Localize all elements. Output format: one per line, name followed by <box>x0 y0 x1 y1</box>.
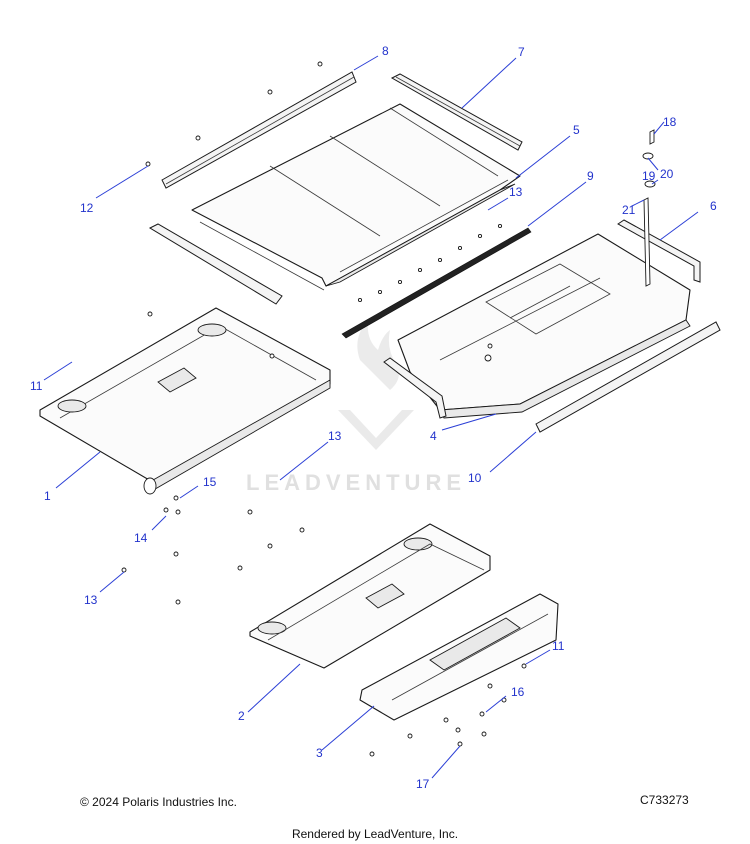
callout-2: 2 <box>238 709 245 723</box>
part-2-headliner-lower <box>249 523 491 669</box>
copyright-text: © 2024 Polaris Industries Inc. <box>80 795 237 809</box>
rendered-by: Rendered by LeadVenture, Inc. <box>291 827 459 841</box>
callout-9: 9 <box>587 169 594 183</box>
part-shell-side-strip <box>383 357 447 419</box>
callout-18: 18 <box>663 115 677 129</box>
callout-13-top: 13 <box>509 185 523 199</box>
part-7-roof-rail <box>390 73 523 151</box>
figure-id: C733273 <box>640 793 689 807</box>
callout-11-right: 11 <box>552 639 565 653</box>
part-13-fasteners-row <box>357 223 503 303</box>
part-6-rail-right <box>617 219 701 283</box>
callout-10: 10 <box>468 471 482 485</box>
callout-13-mid: 13 <box>328 429 342 443</box>
callout-8: 8 <box>382 44 389 58</box>
callout-12: 12 <box>80 201 94 215</box>
callout-6: 6 <box>710 199 717 213</box>
callout-3: 3 <box>316 746 323 760</box>
hardware-18-21 <box>642 129 656 287</box>
callout-13-low: 13 <box>84 593 98 607</box>
part-10-strip <box>535 321 721 433</box>
callout-1: 1 <box>44 489 51 503</box>
callout-17: 17 <box>416 777 430 791</box>
part-3-tray <box>359 593 559 721</box>
callout-4: 4 <box>430 429 437 443</box>
callout-15: 15 <box>203 475 217 489</box>
part-4-roof-shell <box>397 233 691 419</box>
callout-labels: 8 7 5 18 19 20 9 13 12 21 6 11 13 4 10 1… <box>30 44 717 791</box>
callout-5: 5 <box>573 123 580 137</box>
callout-14: 14 <box>134 531 148 545</box>
watermark-text: LEADVENTURE <box>246 470 466 495</box>
callout-16: 16 <box>511 685 525 699</box>
callout-21: 21 <box>622 203 636 217</box>
part-5-roof-panel <box>191 103 521 291</box>
callout-19: 19 <box>642 169 656 183</box>
part-1-headliner <box>39 307 331 495</box>
callout-11-left: 11 <box>30 379 43 393</box>
part-8-front-strip <box>161 71 357 189</box>
callout-7: 7 <box>518 45 525 59</box>
callout-20: 20 <box>660 167 674 181</box>
part-9-seal <box>341 227 532 339</box>
part-side-rail-left <box>148 223 283 305</box>
loose-hardware <box>121 61 527 757</box>
leader-lines <box>43 55 699 779</box>
leadventure-watermark: LEADVENTURE <box>246 320 466 495</box>
